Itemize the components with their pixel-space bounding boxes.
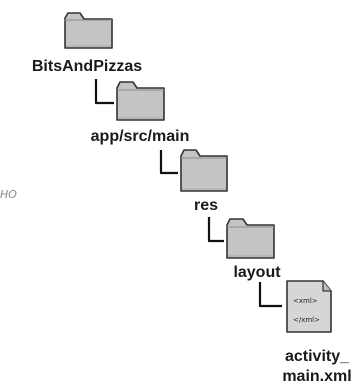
- folder-icon: [64, 12, 113, 49]
- file-tag-close: </xml>: [293, 316, 320, 324]
- connector-layout-to-file: [258, 282, 282, 308]
- folder-label: app/src/main: [91, 128, 190, 145]
- file-activity-main-xml[interactable]: <xml> </xml> activity_ main.xml: [282, 280, 352, 385]
- margin-note: HO: [0, 188, 17, 201]
- folder-app-src-main[interactable]: app/src/main: [91, 81, 190, 145]
- folder-label: res: [194, 197, 218, 214]
- connector-res-to-layout: [207, 217, 224, 243]
- folder-label: BitsAndPizzas: [32, 58, 142, 75]
- folder-icon: [116, 81, 165, 121]
- file-label-line-1: activity_: [285, 348, 350, 365]
- folder-res[interactable]: res: [180, 149, 228, 214]
- folder-icon: [226, 218, 275, 259]
- xml-file-icon: <xml> </xml>: [286, 280, 332, 333]
- folder-bitsandpizzas[interactable]: BitsAndPizzas: [32, 12, 142, 75]
- folder-label: layout: [233, 264, 281, 281]
- file-label-line-2: main.xml: [282, 368, 351, 385]
- connector-bitsandpizzas-to-app: [94, 79, 114, 105]
- folder-icon: [180, 149, 228, 192]
- folder-layout[interactable]: layout: [226, 218, 281, 281]
- connector-app-to-res: [159, 150, 178, 175]
- file-tag-open: <xml>: [293, 297, 318, 305]
